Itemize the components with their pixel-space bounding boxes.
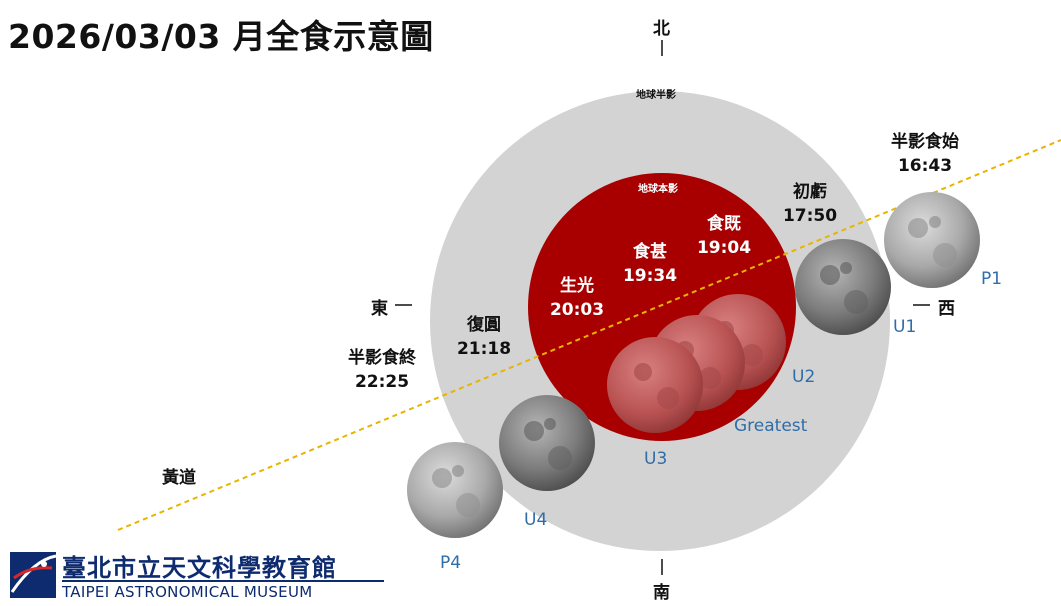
- moon-p1: [884, 192, 980, 288]
- moon-u1: [795, 239, 891, 335]
- event-u1-time: 17:50: [782, 206, 838, 226]
- marker-u4: U4: [524, 510, 548, 530]
- logo-divider: [62, 580, 384, 582]
- event-u4-time: 21:18: [456, 339, 512, 359]
- marker-p4: P4: [440, 553, 462, 573]
- event-u1-name: 初虧: [793, 182, 827, 202]
- umbra-label: 地球本影: [638, 184, 678, 195]
- event-p1-time: 16:43: [897, 156, 953, 176]
- museum-logo-mark: [10, 552, 57, 598]
- event-u4: 復圓 21:18: [452, 313, 516, 361]
- marker-greatest: Greatest: [734, 416, 808, 436]
- marker-u1: U1: [893, 317, 917, 337]
- marker-p1: P1: [981, 269, 1003, 289]
- event-greatest-time: 19:34: [622, 266, 678, 286]
- moon-p4: [407, 442, 503, 538]
- direction-south: 南: [653, 583, 670, 603]
- page-title: 2026/03/03 月全食示意圖: [8, 17, 434, 56]
- event-greatest: 食甚 19:34: [618, 240, 682, 288]
- marker-u3: U3: [644, 449, 668, 469]
- museum-name-chinese: 臺北市立天文科學教育館: [62, 554, 337, 582]
- event-u3: 生光 20:03: [545, 274, 609, 322]
- museum-name-english: TAIPEI ASTRONOMICAL MUSEUM: [62, 583, 313, 601]
- event-p1-name: 半影食始: [891, 132, 959, 152]
- event-p1: 半影食始 16:43: [883, 130, 967, 178]
- event-p4: 半影食終 22:25: [336, 346, 428, 394]
- penumbra-label: 地球半影: [636, 90, 676, 101]
- event-u1: 初虧 17:50: [778, 180, 842, 228]
- event-u3-time: 20:03: [549, 300, 605, 320]
- moon-u4: [499, 395, 595, 491]
- event-u2-time: 19:04: [696, 238, 752, 258]
- event-greatest-name: 食甚: [633, 242, 667, 262]
- direction-west: 西: [938, 299, 955, 319]
- moon-u3: [607, 337, 703, 433]
- ecliptic-label: 黃道: [162, 468, 196, 488]
- event-u2-name: 食既: [707, 214, 741, 234]
- event-u4-name: 復圓: [467, 315, 501, 335]
- marker-u2: U2: [792, 367, 816, 387]
- direction-east: 東: [371, 299, 388, 319]
- event-u3-name: 生光: [560, 276, 594, 296]
- event-p4-time: 22:25: [354, 372, 410, 392]
- direction-north: 北: [653, 19, 670, 39]
- event-u2: 食既 19:04: [692, 212, 756, 260]
- event-p4-name: 半影食終: [348, 348, 416, 368]
